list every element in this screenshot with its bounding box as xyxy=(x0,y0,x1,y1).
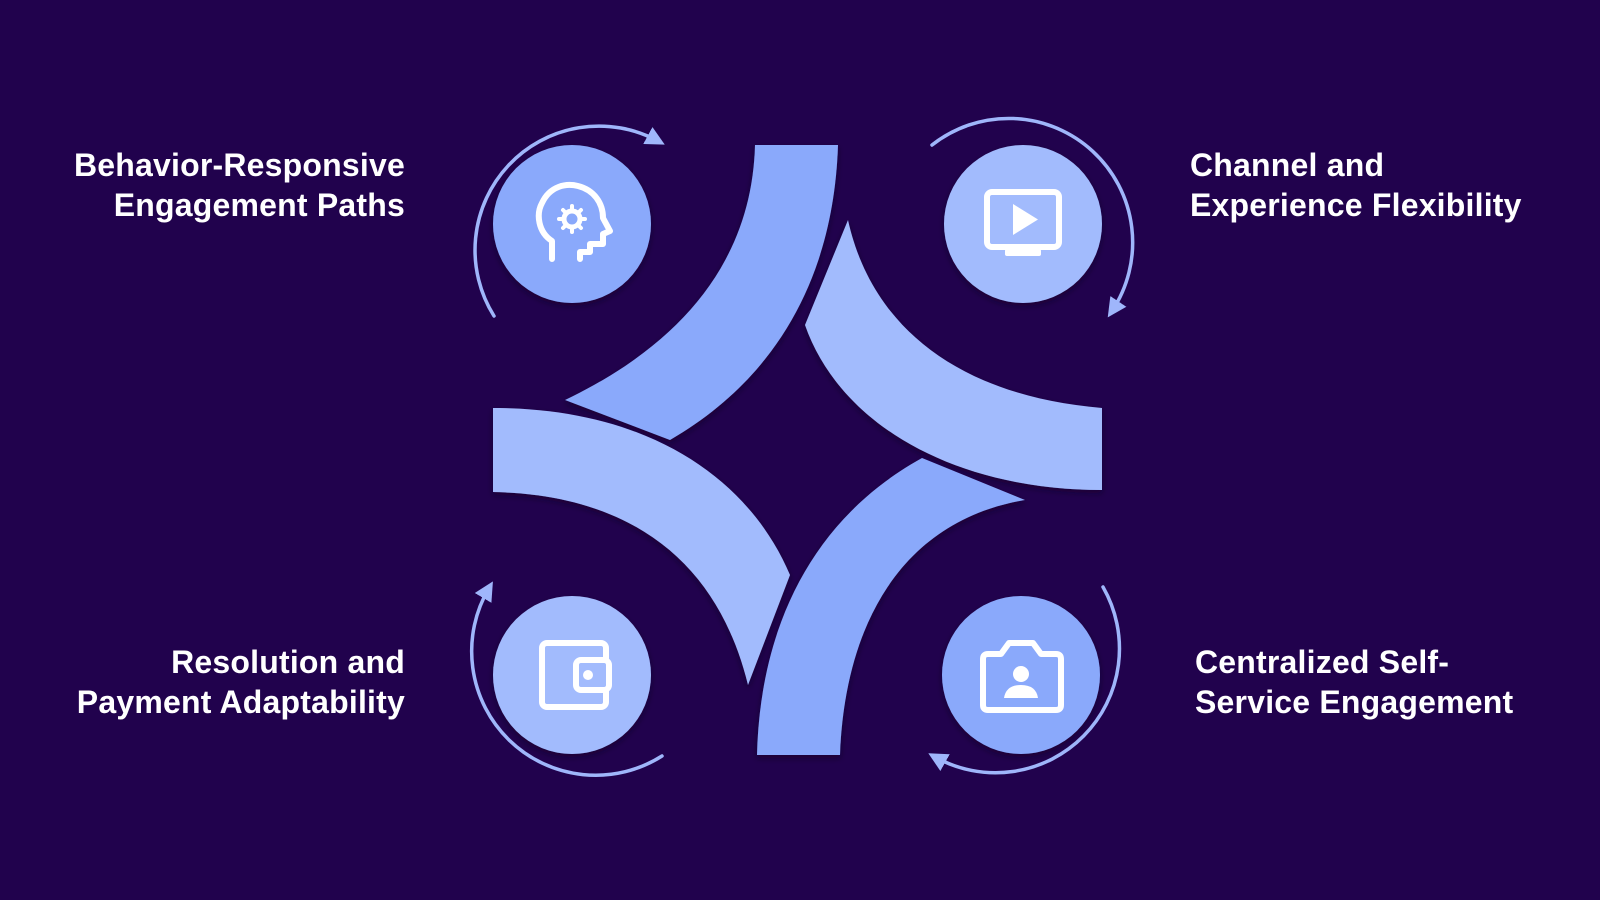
head-gear-icon xyxy=(535,182,613,262)
wallet-icon xyxy=(539,640,612,710)
label-line: Behavior-Responsive xyxy=(73,147,405,183)
video-monitor-icon xyxy=(984,189,1062,256)
circle-top-left xyxy=(493,145,651,303)
petal-bottom xyxy=(757,458,1025,755)
arrow-bottom-left xyxy=(469,581,664,777)
petal-left xyxy=(493,408,790,685)
camera-user-icon xyxy=(980,640,1064,713)
icon-circles xyxy=(493,145,1102,754)
label-channel-flexibility: Channel and Experience Flexibility xyxy=(1190,145,1522,225)
cycle-arrows xyxy=(469,116,1135,777)
arrow-top-left xyxy=(473,124,665,318)
label-line: Service Engagement xyxy=(1195,684,1514,720)
label-line: Centralized Self- xyxy=(1195,644,1450,680)
center-petals xyxy=(493,145,1102,755)
label-centralized-self-service: Centralized Self- Service Engagement xyxy=(1195,642,1513,722)
label-line: Engagement Paths xyxy=(113,187,405,223)
petal-right xyxy=(805,220,1102,490)
label-line: Channel and xyxy=(1190,147,1385,183)
arrow-bottom-right xyxy=(928,585,1122,775)
circle-bottom-left xyxy=(493,596,651,754)
label-line: Resolution and xyxy=(171,644,405,680)
petal-top xyxy=(565,145,838,440)
arrow-top-right xyxy=(930,116,1135,318)
label-behavior-responsive: Behavior-Responsive Engagement Paths xyxy=(74,145,405,225)
label-resolution-payment: Resolution and Payment Adaptability xyxy=(77,642,405,722)
label-line: Experience Flexibility xyxy=(1190,187,1522,223)
label-line: Payment Adaptability xyxy=(76,684,405,720)
